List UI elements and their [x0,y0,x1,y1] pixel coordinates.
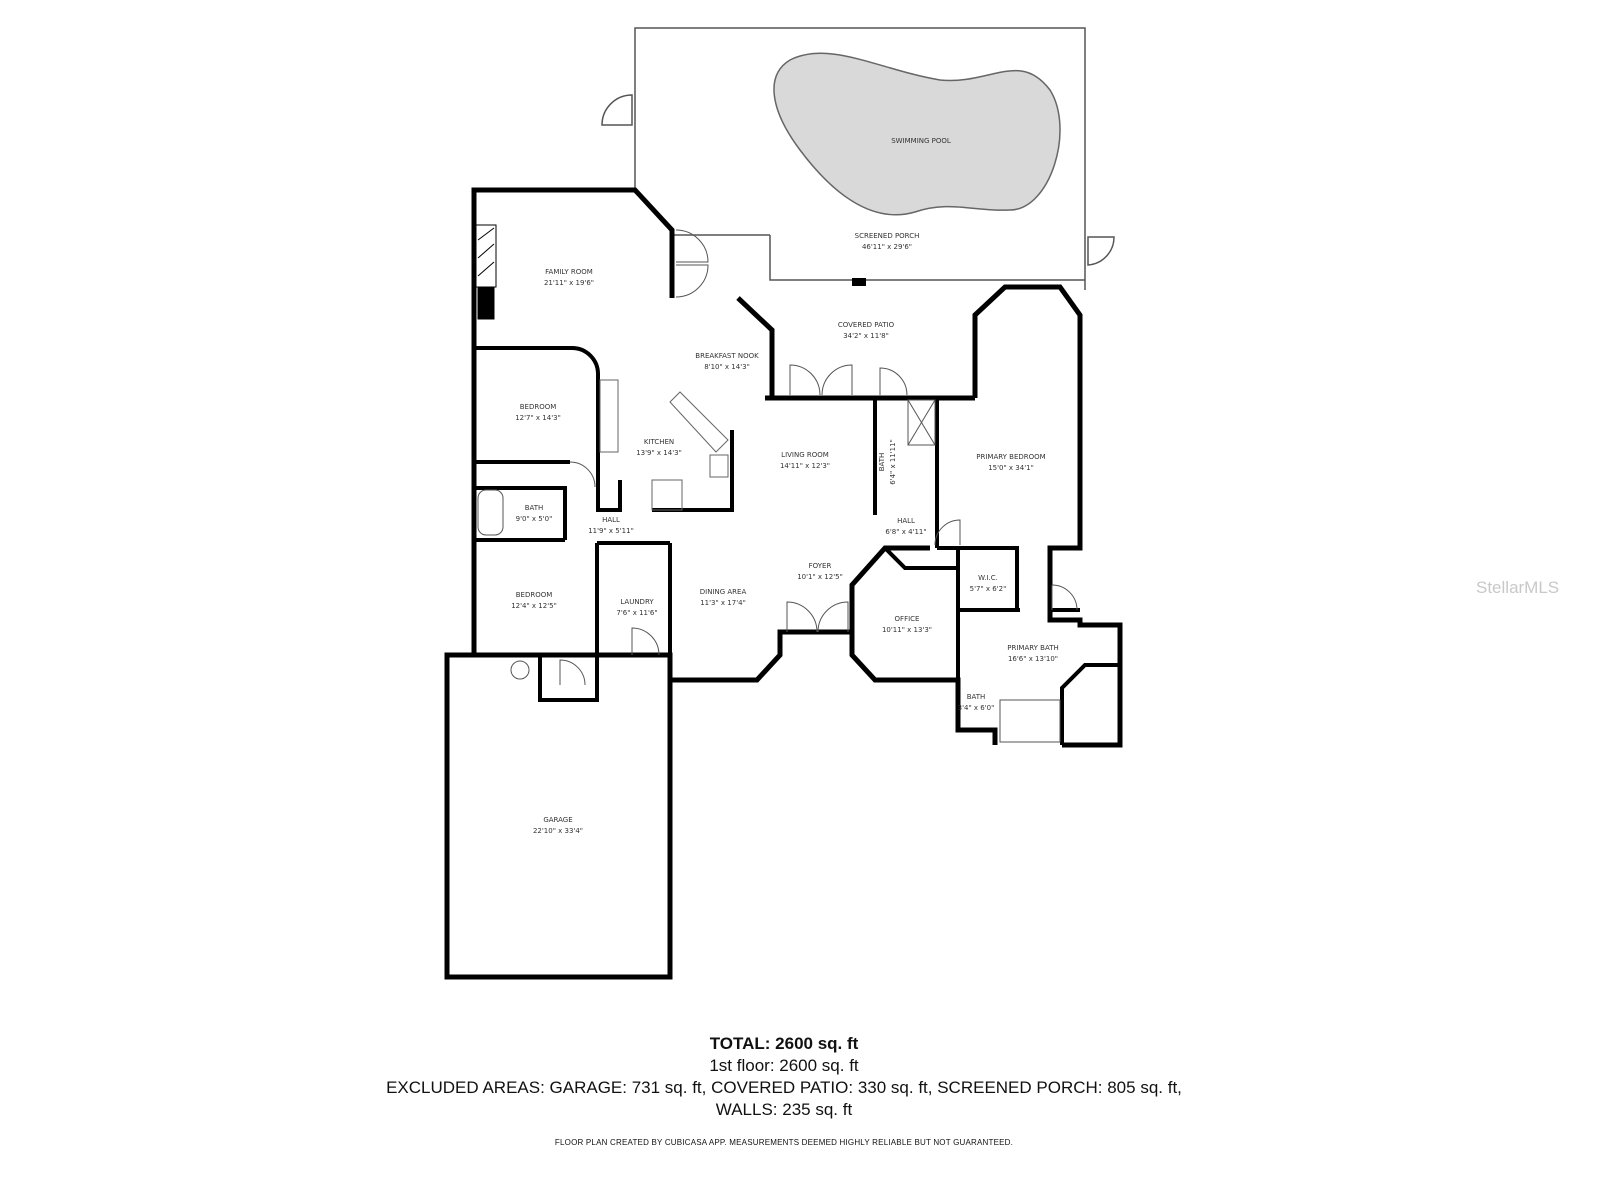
room-label-primary-bath: PRIMARY BATH 16'6" x 13'10" [1007,643,1058,665]
room-name: W.I.C. [978,574,998,582]
room-name: SCREENED PORCH [854,232,920,240]
room-name: HALL [602,516,620,524]
room-label-dining-area: DINING AREA 11'3" x 17'4" [700,587,747,609]
exterior-walls [444,187,1123,980]
room-dims: 11'9" x 5'11" [588,527,634,535]
room-dims: 46'11" x 29'6" [861,243,913,251]
room-dims: 13'9" x 14'3" [636,449,682,457]
room-name: BATH [878,452,886,472]
room-dims: 21'11" x 19'6" [543,279,595,287]
room-name: GARAGE [543,816,573,824]
disclaimer: FLOOR PLAN CREATED BY CUBICASA APP. MEAS… [554,1138,1014,1147]
room-dims: 10'1" x 12'5" [797,573,843,581]
bathtub [999,699,1061,743]
room-label-office: OFFICE 10'11" x 13'3" [882,614,932,636]
porch-column [852,278,866,286]
room-name: PRIMARY BATH [1007,644,1059,652]
room-dims: 9'0" x 5'0" [515,515,553,523]
room-label-covered-patio: COVERED PATIO 34'2" x 11'8" [838,320,894,342]
room-name: OFFICE [894,615,920,623]
room-name: LAUNDRY [620,598,654,606]
room-dims: 6'4" x 11'11" [889,439,897,485]
room-name: COVERED PATIO [837,321,895,329]
room-dims: 22'10" x 33'4" [532,827,584,835]
room-dims: 5'7" x 6'2" [969,585,1007,593]
room-label-bath: BATH 3'4" x 6'0" [958,692,995,714]
room-name: BEDROOM [519,403,557,411]
room-dims: 8'10" x 14'3" [704,363,750,371]
room-name: BATH [966,693,986,701]
room-name: FOYER [808,562,832,570]
kitchen-counter [599,379,729,511]
screened-porch-outline [601,27,1115,290]
room-label-laundry: LAUNDRY 7'6" x 11'6" [616,597,657,619]
room-label-bedroom: BEDROOM 12'4" x 12'5" [511,590,557,612]
room-name: BATH [524,504,544,512]
room-name: BREAKFAST NOOK [695,352,759,360]
swimming-pool [773,52,1061,216]
room-label-hall: HALL 6'8" x 4'11" [885,516,926,538]
room-label-bedroom: BEDROOM 12'7" x 14'3" [515,402,561,424]
room-dims: 10'11" x 13'3" [881,626,933,634]
room-dims: 12'7" x 14'3" [515,414,561,422]
interior-walls [474,346,1120,745]
room-dims: 12'4" x 12'5" [511,602,557,610]
doors [559,229,1078,686]
room-dims: 16'6" x 13'10" [1007,655,1059,663]
walls-area: WALLS: 235 sq. ft [715,1100,853,1119]
room-label-kitchen: KITCHEN 13'9" x 14'3" [636,437,682,459]
floor-area: 1st floor: 2600 sq. ft [709,1056,859,1075]
room-label-breakfast-nook: BREAKFAST NOOK 8'10" x 14'3" [695,351,758,373]
room-name: PRIMARY BEDROOM [976,453,1046,461]
room-name: DINING AREA [699,588,747,596]
room-dims: 34'2" x 11'8" [843,332,889,340]
total-area: TOTAL: 2600 sq. ft [709,1034,859,1053]
room-dims: 7'6" x 11'6" [616,609,658,617]
room-dims: 6'8" x 4'11" [885,528,927,536]
watermark: StellarMLS [1476,578,1560,597]
room-dims: 3'4" x 6'0" [957,704,995,712]
room-dims: 14'11" x 12'3" [779,462,831,470]
room-name: FAMILY ROOM [545,268,593,276]
room-name: HALL [897,517,915,525]
room-name: SWIMMING POOL [891,137,951,145]
room-label-garage: GARAGE 22'10" x 33'4" [533,815,583,837]
north-compass-icon [510,660,530,680]
room-dims: 15'0" x 34'1" [988,464,1034,472]
room-label-wic: W.I.C. 5'7" x 6'2" [970,573,1007,595]
room-label-swimming-pool: SWIMMING POOL [891,136,951,147]
room-name: LIVING ROOM [781,451,829,459]
fireplace [475,224,497,320]
room-label-family-room: FAMILY ROOM 21'11" x 19'6" [544,267,594,289]
room-label-screened-porch: SCREENED PORCH 46'11" x 29'6" [855,231,920,253]
room-label-foyer: FOYER 10'1" x 12'5" [797,561,843,583]
room-name: BEDROOM [515,591,553,599]
room-label-hall: HALL 11'9" x 5'11" [588,515,634,537]
bathtub [477,489,504,536]
room-name: KITCHEN [643,438,675,446]
shower [907,399,936,446]
room-label-living-room: LIVING ROOM 14'11" x 12'3" [780,450,830,472]
room-dims: 11'3" x 17'4" [700,599,746,607]
room-label-primary-bedroom: PRIMARY BEDROOM 15'0" x 34'1" [976,452,1045,474]
room-label-bath: BATH 9'0" x 5'0" [516,503,553,525]
excluded-areas: EXCLUDED AREAS: GARAGE: 731 sq. ft, COVE… [386,1078,1182,1097]
